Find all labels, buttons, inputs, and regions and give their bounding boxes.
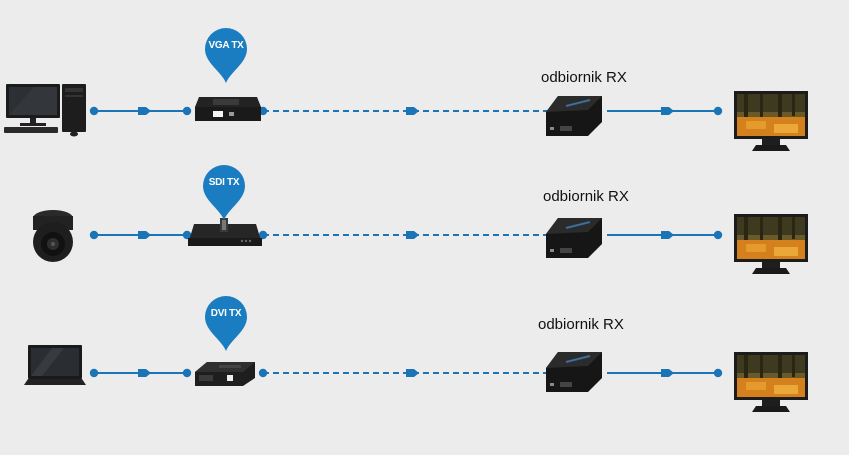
- receiver-device-icon: [546, 218, 602, 258]
- link-dot: [182, 230, 192, 240]
- arrow-icon: [661, 107, 674, 115]
- link-dot: [182, 368, 192, 378]
- receiver-device-icon: [546, 352, 602, 392]
- sdi-transmitter-icon: [188, 218, 262, 246]
- monitor-icon: [734, 352, 808, 412]
- arrow-icon: [661, 231, 674, 239]
- receiver-label-row1: odbiornik RX: [541, 69, 627, 86]
- sdi-tx-pin: SDI TX: [201, 164, 247, 222]
- laptop-icon: [24, 345, 86, 385]
- arrow-icon: [406, 107, 419, 115]
- desktop-computer-icon: [4, 84, 86, 137]
- receiver-label-row2: odbiornik RX: [543, 188, 629, 205]
- arrow-icon: [406, 231, 419, 239]
- link-dot: [713, 106, 723, 116]
- arrow-icon: [138, 369, 151, 377]
- arrow-icon: [138, 231, 151, 239]
- link-dot: [182, 106, 192, 116]
- monitor-icon: [734, 214, 808, 274]
- vga-tx-pin: VGA TX: [203, 27, 249, 85]
- dome-camera-icon: [33, 210, 73, 262]
- dvi-transmitter-icon: [195, 362, 255, 386]
- link-dot: [713, 230, 723, 240]
- arrow-icon: [138, 107, 151, 115]
- arrow-icon: [661, 369, 674, 377]
- dvi-tx-pin: DVI TX: [203, 295, 249, 353]
- arrow-icon: [406, 369, 419, 377]
- receiver-label-row3: odbiornik RX: [538, 316, 624, 333]
- monitor-icon: [734, 91, 808, 151]
- vga-tx-label: VGA TX: [208, 40, 244, 51]
- dvi-tx-label: DVI TX: [210, 308, 242, 319]
- sdi-tx-label: SDI TX: [208, 177, 240, 188]
- link-dot: [713, 368, 723, 378]
- vga-transmitter-icon: [195, 97, 261, 121]
- receiver-device-icon: [546, 96, 602, 136]
